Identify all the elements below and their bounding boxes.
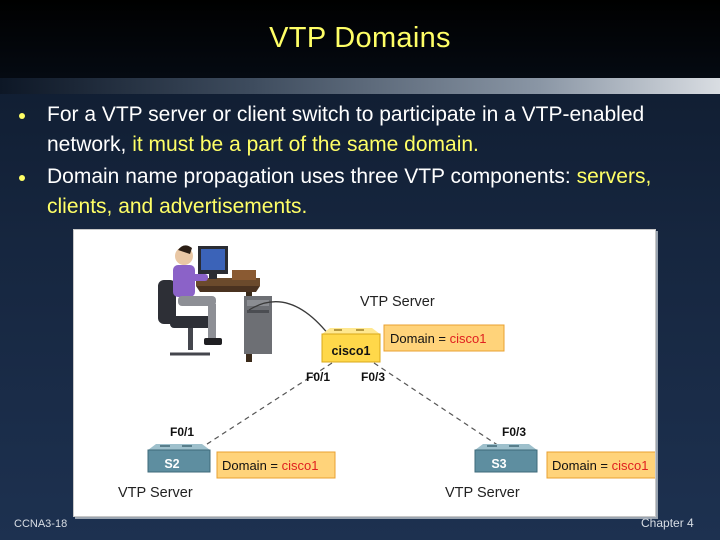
bullet-item-1: For a VTP server or client switch to par…: [14, 100, 710, 160]
bullet-dot-icon: [19, 113, 25, 119]
slide-footer-id: CCNA3-18: [14, 518, 68, 530]
switch-s3-label: S3: [491, 457, 506, 471]
bullet-dot-icon: [19, 175, 25, 181]
bullet-list: For a VTP server or client switch to par…: [14, 100, 710, 224]
title-underline: [0, 78, 720, 94]
vtp-topology-diagram: cisco1 VTP Server F0/1 F0/3 Domain = cis…: [73, 229, 666, 517]
bullet-2-highlight: servers, clients, and advertisements: [47, 165, 652, 218]
bullet-1-text: For a VTP server or client switch to par…: [47, 103, 645, 156]
center-switch-label: cisco1: [332, 344, 371, 358]
trunk-link-right: [373, 362, 500, 447]
trunk-link-left: [203, 362, 333, 447]
bullet-2-text: Domain name propagation uses three VTP c…: [47, 165, 577, 188]
bullet-1-highlight: it must be a part of the same domain: [132, 133, 474, 156]
s3-role-label: VTP Server: [445, 485, 520, 501]
center-domain-box: [383, 324, 505, 352]
s2-role-label: VTP Server: [118, 485, 193, 501]
switch-s3-port: F0/3: [502, 425, 526, 439]
bullet-2-end: .: [301, 195, 308, 218]
workstation-cable: [248, 301, 330, 336]
slide-title: VTP Domains: [269, 22, 451, 54]
slide-footer-chapter: Chapter 4: [641, 516, 694, 530]
switch-s3: [474, 444, 538, 473]
center-role-label: VTP Server: [360, 294, 435, 310]
workstation-user-icon: [158, 245, 272, 362]
center-port-left: F0/1: [306, 370, 330, 384]
bullet-1-end: .: [473, 133, 479, 156]
s2-domain-text: Domain = cisco1: [222, 458, 318, 473]
s2-domain-box: [216, 451, 336, 479]
center-port-right: F0/3: [361, 370, 385, 384]
switch-s2-label: S2: [164, 457, 179, 471]
s3-domain-box: [546, 451, 666, 479]
title-bar: [0, 0, 720, 78]
s3-domain-text: Domain = cisco1: [552, 458, 648, 473]
topology-svg: cisco1 VTP Server F0/1 F0/3 Domain = cis…: [118, 245, 666, 501]
bullet-item-2: Domain name propagation uses three VTP c…: [14, 162, 710, 222]
center-domain-text: Domain = cisco1: [390, 331, 486, 346]
switch-s2: [147, 444, 211, 473]
switch-s2-port: F0/1: [170, 425, 194, 439]
center-switch-cisco1: [321, 328, 381, 363]
